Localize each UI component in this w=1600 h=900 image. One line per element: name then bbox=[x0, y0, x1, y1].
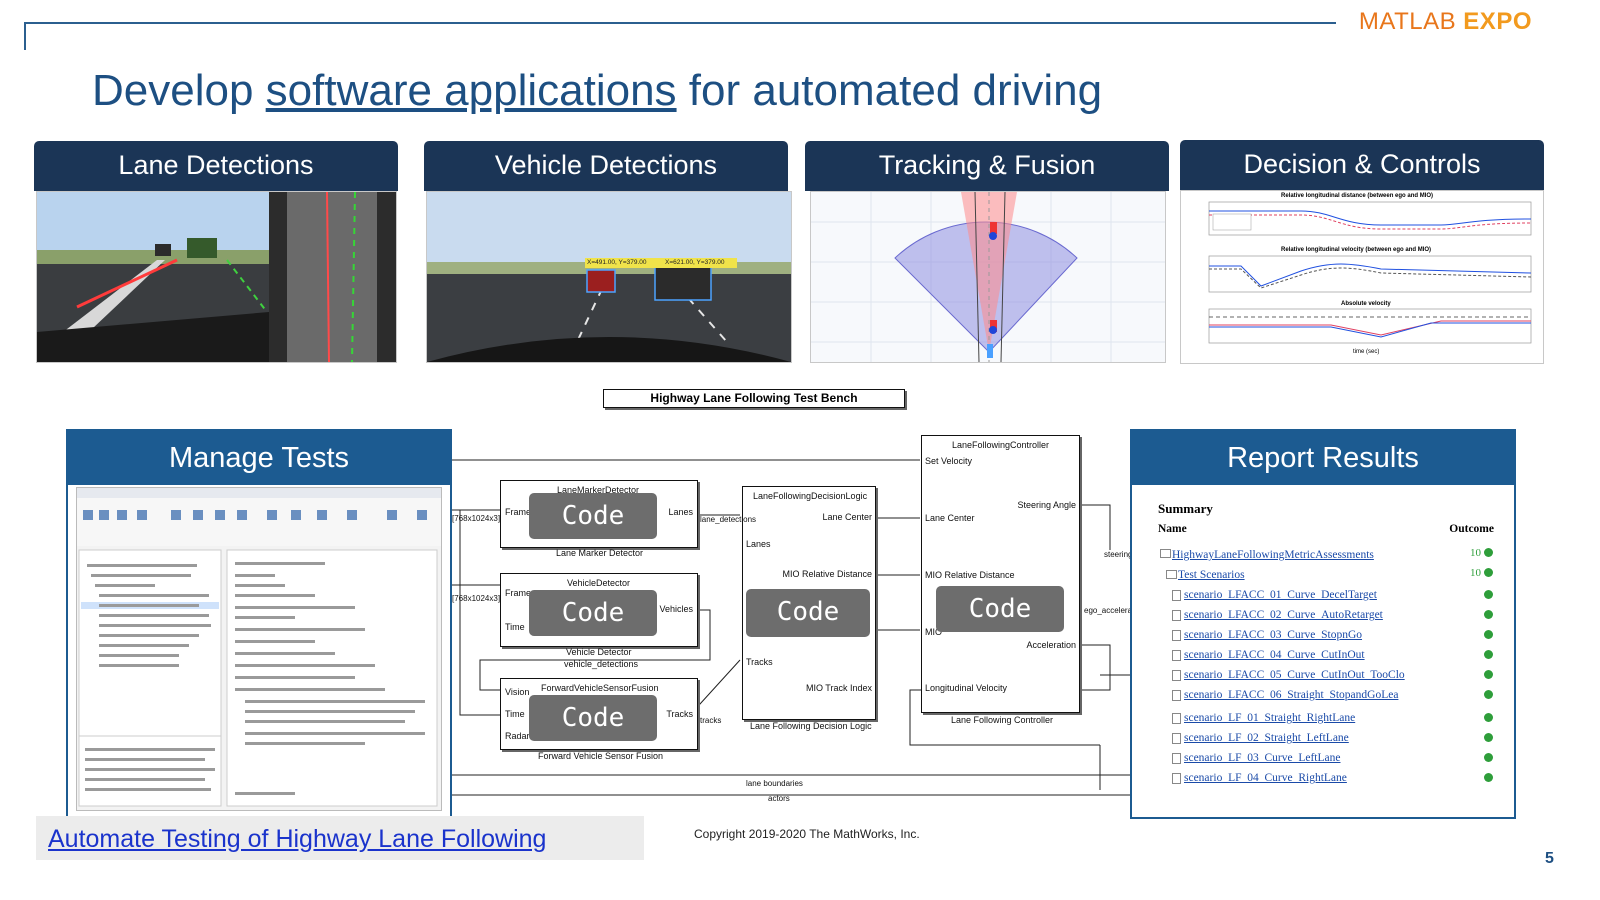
report-group-link[interactable]: Test Scenarios bbox=[1178, 569, 1245, 581]
slide-title: Develop software applications for automa… bbox=[92, 66, 1103, 115]
code-badge-vehicle: Code bbox=[529, 590, 657, 636]
test-file-icon bbox=[1172, 610, 1181, 621]
report-results-header: Report Results bbox=[1132, 431, 1514, 485]
pass-check-icon bbox=[1484, 590, 1493, 599]
header-left-bracket bbox=[24, 22, 26, 50]
test-file-icon bbox=[1172, 713, 1181, 724]
code-badge-decision: Code bbox=[746, 589, 870, 637]
sensor-fusion-block[interactable]: ForwardVehicleSensorFusion Vision Time R… bbox=[500, 678, 698, 750]
report-root-count: 10 bbox=[1470, 547, 1481, 559]
pass-check-icon bbox=[1484, 630, 1493, 639]
decision-controls-plots: Relative longitudinal distance (between … bbox=[1180, 190, 1544, 364]
pass-check-icon bbox=[1484, 548, 1493, 557]
pass-check-icon bbox=[1484, 773, 1493, 782]
report-root-link[interactable]: HighwayLaneFollowingMetricAssessments bbox=[1172, 549, 1374, 561]
scenario-link[interactable]: scenario_LF_02_Straight_LeftLane bbox=[1184, 732, 1349, 744]
test-file-icon bbox=[1172, 690, 1181, 701]
folder-icon bbox=[1160, 549, 1171, 558]
scenario-link[interactable]: scenario_LF_04_Curve_RightLane bbox=[1184, 772, 1347, 784]
test-file-icon bbox=[1172, 630, 1181, 641]
decision-plot-title-bottom: Absolute velocity bbox=[1341, 301, 1391, 307]
lane-marker-detector-label: Lane Marker Detector bbox=[556, 548, 644, 558]
signal-tracks: tracks bbox=[700, 716, 722, 725]
pass-check-icon bbox=[1484, 753, 1493, 762]
signal-steering: steering bbox=[1104, 550, 1133, 559]
tracking-fusion-plot bbox=[810, 191, 1166, 363]
vehicle-detector-block[interactable]: VehicleDetector Frame Time Vehicles Code bbox=[500, 573, 698, 647]
panel-header-lane: Lane Detections bbox=[34, 141, 398, 191]
report-summary-heading: Summary bbox=[1158, 501, 1213, 516]
test-file-icon bbox=[1172, 650, 1181, 661]
testbench-title: Highway Lane Following Test Bench bbox=[603, 389, 905, 408]
pass-check-icon bbox=[1484, 733, 1493, 742]
matlab-expo-logo: MATLAB EXPO bbox=[1358, 8, 1532, 35]
decision-plot-title-mid: Relative longitudinal velocity (between … bbox=[1281, 247, 1432, 253]
pass-check-icon bbox=[1484, 610, 1493, 619]
pass-check-icon bbox=[1484, 713, 1493, 722]
manage-tests-header: Manage Tests bbox=[68, 431, 450, 485]
code-badge-fusion: Code bbox=[529, 695, 657, 741]
scenario-link[interactable]: scenario_LFACC_05_Curve_CutInOut_TooClo bbox=[1184, 669, 1405, 681]
controller-block[interactable]: LaneFollowingController Set Velocity Lan… bbox=[921, 435, 1080, 713]
code-badge-controller: Code bbox=[936, 586, 1064, 632]
pass-check-icon bbox=[1484, 670, 1493, 679]
copyright: Copyright 2019-2020 The MathWorks, Inc. bbox=[694, 827, 920, 841]
panel-header-decision: Decision & Controls bbox=[1180, 140, 1544, 190]
scenario-link[interactable]: scenario_LFACC_02_Curve_AutoRetarget bbox=[1184, 609, 1383, 621]
title-link[interactable]: software applications bbox=[265, 66, 677, 115]
controller-label: Lane Following Controller bbox=[951, 715, 1054, 725]
header-rule bbox=[24, 22, 1336, 24]
test-file-icon bbox=[1172, 670, 1181, 681]
report-col-name: Name bbox=[1158, 523, 1187, 535]
signal-dims-2: [768x1024x3] bbox=[452, 594, 501, 603]
lane-marker-detector-block[interactable]: LaneMarkerDetector Frame Lanes Code bbox=[500, 480, 698, 548]
test-manager-screenshot bbox=[76, 487, 442, 811]
signal-dims-1: [768x1024x3] bbox=[452, 514, 501, 523]
test-file-icon bbox=[1172, 590, 1181, 601]
decision-logic-block[interactable]: LaneFollowingDecisionLogic Lanes Tracks … bbox=[742, 486, 876, 720]
scenario-link[interactable]: scenario_LF_01_Straight_RightLane bbox=[1184, 712, 1356, 724]
signal-lane-detections: lane_detections bbox=[700, 515, 757, 524]
pass-check-icon bbox=[1484, 690, 1493, 699]
footer-link-box: Automate Testing of Highway Lane Followi… bbox=[36, 816, 644, 860]
vehicle-detector-label: Vehicle Detector bbox=[566, 647, 632, 657]
decision-plot-xlabel: time (sec) bbox=[1353, 349, 1380, 355]
test-file-icon bbox=[1172, 773, 1181, 784]
scenario-link[interactable]: scenario_LFACC_06_Straight_StopandGoLea bbox=[1184, 689, 1399, 701]
report-group-count: 10 bbox=[1470, 567, 1481, 579]
scenario-link[interactable]: scenario_LFACC_01_Curve_DecelTarget bbox=[1184, 589, 1377, 601]
pass-check-icon bbox=[1484, 568, 1493, 577]
test-file-icon bbox=[1172, 753, 1181, 764]
panel-header-tracking: Tracking & Fusion bbox=[805, 141, 1169, 191]
lane-detection-image bbox=[36, 191, 397, 363]
scenario-link[interactable]: scenario_LFACC_04_Curve_CutInOut bbox=[1184, 649, 1365, 661]
decision-plot-title-top: Relative longitudinal distance (between … bbox=[1281, 193, 1434, 199]
decision-logic-label: Lane Following Decision Logic bbox=[750, 721, 872, 731]
vehicle-detection-image: X=491.00, Y=379.00 X=621.00, Y=379.00 bbox=[426, 191, 792, 363]
signal-ego-accel: ego_accelera bbox=[1084, 606, 1133, 615]
pass-check-icon bbox=[1484, 650, 1493, 659]
signal-actors: actors bbox=[768, 794, 790, 803]
code-badge-lane: Code bbox=[529, 493, 657, 539]
panel-header-vehicle: Vehicle Detections bbox=[424, 141, 788, 191]
scenario-link[interactable]: scenario_LF_03_Curve_LeftLane bbox=[1184, 752, 1341, 764]
automate-testing-link[interactable]: Automate Testing of Highway Lane Followi… bbox=[48, 825, 547, 853]
report-col-outcome: Outcome bbox=[1449, 523, 1494, 535]
folder-icon bbox=[1166, 570, 1177, 579]
bbox-label-left: X=491.00, Y=379.00 bbox=[587, 259, 647, 266]
scenario-link[interactable]: scenario_LFACC_03_Curve_StopnGo bbox=[1184, 629, 1363, 641]
test-file-icon bbox=[1172, 733, 1181, 744]
vehicle-detections-signal: vehicle_detections bbox=[564, 659, 639, 669]
page-number: 5 bbox=[1545, 850, 1554, 867]
bbox-label-right: X=621.00, Y=379.00 bbox=[665, 259, 725, 266]
manage-tests-panel: Manage Tests bbox=[66, 429, 452, 819]
report-results-panel: Report Results Summary Name Outcome High… bbox=[1130, 429, 1516, 819]
signal-lane-boundaries: lane boundaries bbox=[746, 779, 803, 788]
sensor-fusion-label: Forward Vehicle Sensor Fusion bbox=[538, 751, 664, 761]
